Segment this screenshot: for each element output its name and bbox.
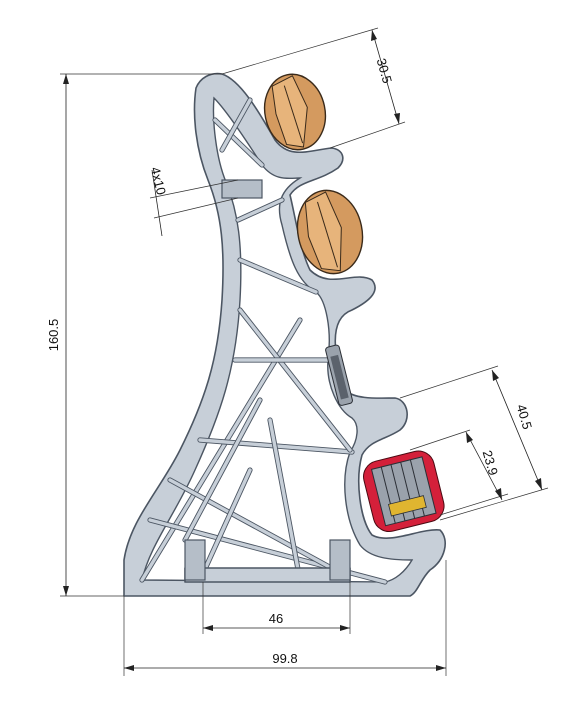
side-outer-label: 40.5 bbox=[514, 403, 535, 431]
side-inner-label: 23.9 bbox=[480, 449, 501, 477]
base-foot-right bbox=[329, 539, 351, 581]
base-plate bbox=[184, 567, 351, 583]
small-tool bbox=[325, 344, 353, 406]
second-nut bbox=[296, 189, 364, 275]
dimension-side-inner: 23.9 bbox=[409, 429, 509, 516]
top-nut bbox=[263, 73, 327, 151]
base-foot-left bbox=[184, 539, 206, 581]
screw-boss bbox=[221, 179, 263, 199]
base-slot-label: 46 bbox=[269, 611, 283, 626]
lattice-struts bbox=[139, 97, 388, 585]
screw-spec-label: 4x10 bbox=[148, 165, 169, 196]
red-component bbox=[363, 450, 445, 533]
frame-inner-opening bbox=[141, 96, 414, 583]
dimension-base-slot: 46 bbox=[202, 582, 351, 634]
overall-height-label: 160.5 bbox=[46, 319, 61, 352]
dimension-screw: 4x10 bbox=[148, 165, 239, 237]
overall-width-label: 99.8 bbox=[272, 651, 297, 666]
dimension-side-outer: 40.5 bbox=[399, 365, 549, 521]
dimension-overall-width: 99.8 bbox=[123, 560, 447, 676]
top-nut-label: 30.5 bbox=[374, 57, 395, 85]
stand-frame bbox=[123, 72, 446, 597]
dimension-top-nut: 30.5 bbox=[221, 27, 406, 149]
dimension-overall-height: 160.5 bbox=[46, 73, 222, 597]
